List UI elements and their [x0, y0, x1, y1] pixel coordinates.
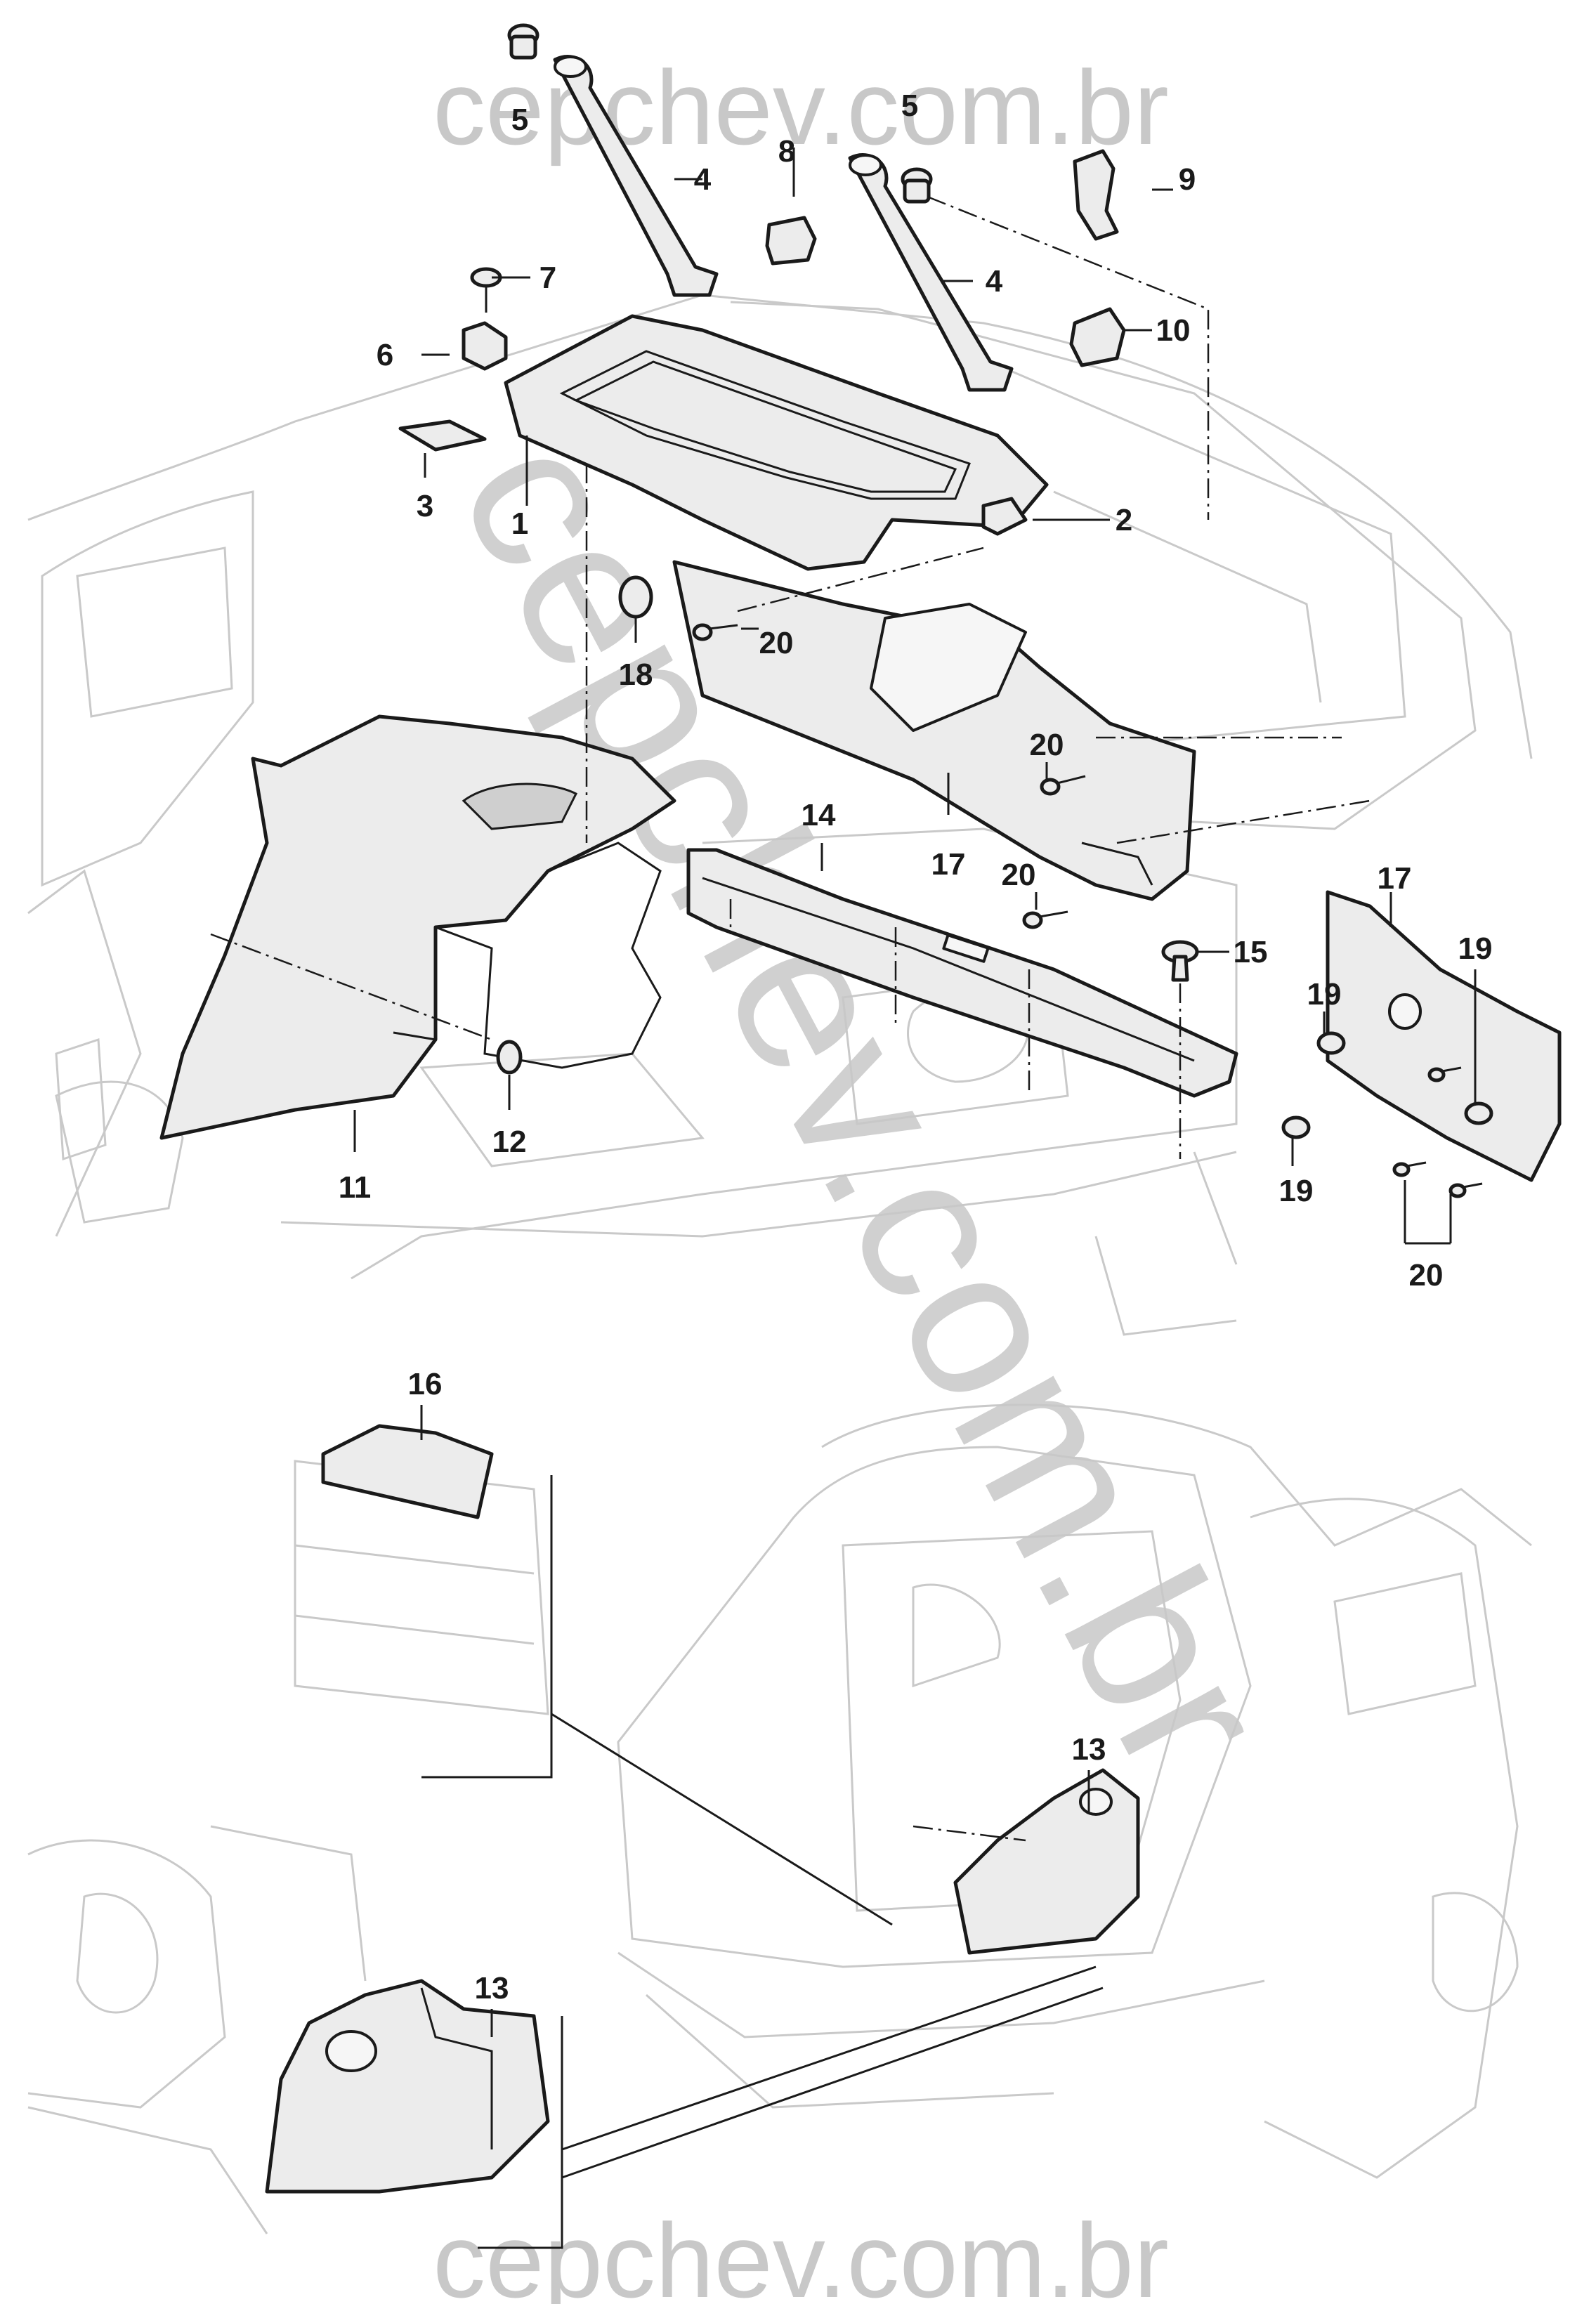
callout-7: 7	[539, 261, 556, 295]
callout-17-center: 17	[931, 847, 966, 882]
part-19-button	[1281, 1031, 1493, 1139]
callout-20-d: 20	[1409, 1258, 1444, 1292]
part-3-pad	[398, 419, 487, 452]
part-17-rear-panel-detail	[1326, 890, 1562, 1182]
callout-20-c: 20	[1002, 858, 1036, 892]
assembly-lines	[210, 195, 1371, 1842]
watermark-bottom: cepchev.com.br	[433, 2201, 1169, 2304]
leader-lines	[353, 148, 1477, 2249]
callout-20-a: 20	[759, 626, 794, 660]
part-16-cover	[321, 1424, 494, 1519]
part-12-fastener	[496, 1040, 523, 1075]
part-1-rear-shelf	[504, 314, 1049, 571]
callout-13-left: 13	[475, 1971, 509, 2005]
callout-11: 11	[339, 1170, 372, 1205]
callout-2: 2	[1116, 503, 1132, 537]
part-20-screw	[692, 623, 1483, 1198]
callout-19-a: 19	[1307, 977, 1342, 1012]
callout-4-left: 4	[694, 162, 712, 197]
part-5-bushing-right	[901, 167, 933, 204]
part-18-grommet	[618, 575, 653, 619]
vehicle-body-background	[27, 294, 1533, 2234]
part-9-bracket	[1073, 149, 1119, 241]
part-17-rear-panel-trim	[672, 560, 1196, 901]
callout-5-top: 5	[511, 103, 528, 137]
part-4-support-strap-right	[848, 153, 1014, 392]
part-13-corner-trim-right	[953, 1768, 1140, 1955]
part-6-bracket	[462, 321, 508, 371]
callout-13-right: 13	[1072, 1732, 1106, 1767]
callout-16: 16	[408, 1367, 443, 1401]
part-2-shelf-clip	[981, 497, 1028, 536]
callout-20-b: 20	[1030, 728, 1064, 762]
callout-9: 9	[1179, 162, 1196, 197]
callout-19-c: 19	[1279, 1174, 1314, 1208]
callout-17-right: 17	[1378, 861, 1412, 896]
part-5-bushing-top	[507, 23, 539, 60]
part-7-screw	[470, 267, 502, 313]
part-13-corner-trim-left	[265, 1979, 550, 2194]
callout-12: 12	[492, 1125, 527, 1159]
callout-14: 14	[802, 798, 836, 832]
callout-18: 18	[619, 657, 653, 692]
callout-6: 6	[377, 338, 393, 372]
part-8-clip	[765, 216, 817, 266]
callout-labels: 1 2 3 4 4 5 5 6 7 8 9 10 11 12 13 13 14 …	[339, 89, 1493, 2005]
callout-10: 10	[1156, 313, 1191, 348]
callout-3: 3	[417, 489, 433, 523]
callout-15: 15	[1234, 935, 1268, 969]
callout-4-right: 4	[986, 264, 1003, 299]
part-15-push-clip	[1161, 940, 1199, 982]
callout-5-right: 5	[901, 89, 918, 123]
part-4-support-strap-left	[553, 55, 719, 297]
part-10-bracket	[1069, 307, 1126, 367]
watermark-top: cepchev.com.br	[433, 48, 1169, 166]
callout-1: 1	[511, 506, 528, 541]
part-14-sill-trim	[686, 848, 1238, 1098]
part-11-side-trim-panel	[159, 714, 676, 1140]
callout-8: 8	[778, 134, 795, 169]
callout-19-b: 19	[1458, 931, 1493, 966]
